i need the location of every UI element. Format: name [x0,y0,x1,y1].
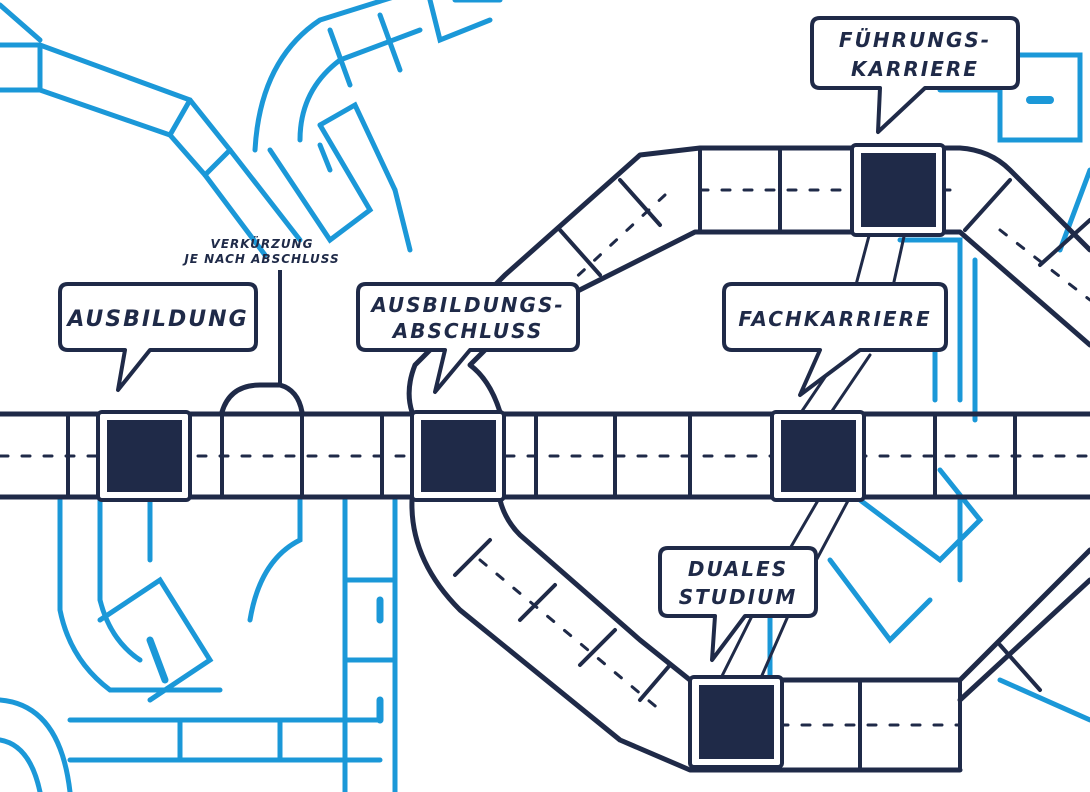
bubble-duales-studium [658,546,818,662]
label-ausbildung: AUSBILDUNG [65,307,248,332]
speech-bubbles [58,16,1020,662]
bubble-fuehrungskarriere [810,16,1020,134]
label-dual-line2: STUDIUM [679,585,797,609]
bubble-abschluss [356,282,580,394]
label-verkuerzung-sub: JE NACH ABSCHLUSS [182,252,339,266]
label-dual-line1: DUALES [688,557,788,581]
station-fuehrungskarriere [861,153,936,227]
station-abschluss [421,420,496,492]
label-fuehrung-line2: KARRIERE [851,57,979,81]
label-abschluss-line2: ABSCHLUSS [391,319,544,343]
label-fuehrung-line1: FÜHRUNGS- [839,28,991,52]
station-fachkarriere [781,420,856,492]
label-abschluss-line1: AUSBILDUNGS- [369,293,564,317]
bubble-fachkarriere [722,282,948,397]
stations [96,143,946,769]
bubble-ausbildung [58,282,258,392]
label-verkuerzung: VERKÜRZUNG [211,236,314,251]
label-fachkarriere: FACHKARRIERE [738,307,931,331]
station-duales-studium [699,685,774,759]
station-ausbildung [107,420,182,492]
